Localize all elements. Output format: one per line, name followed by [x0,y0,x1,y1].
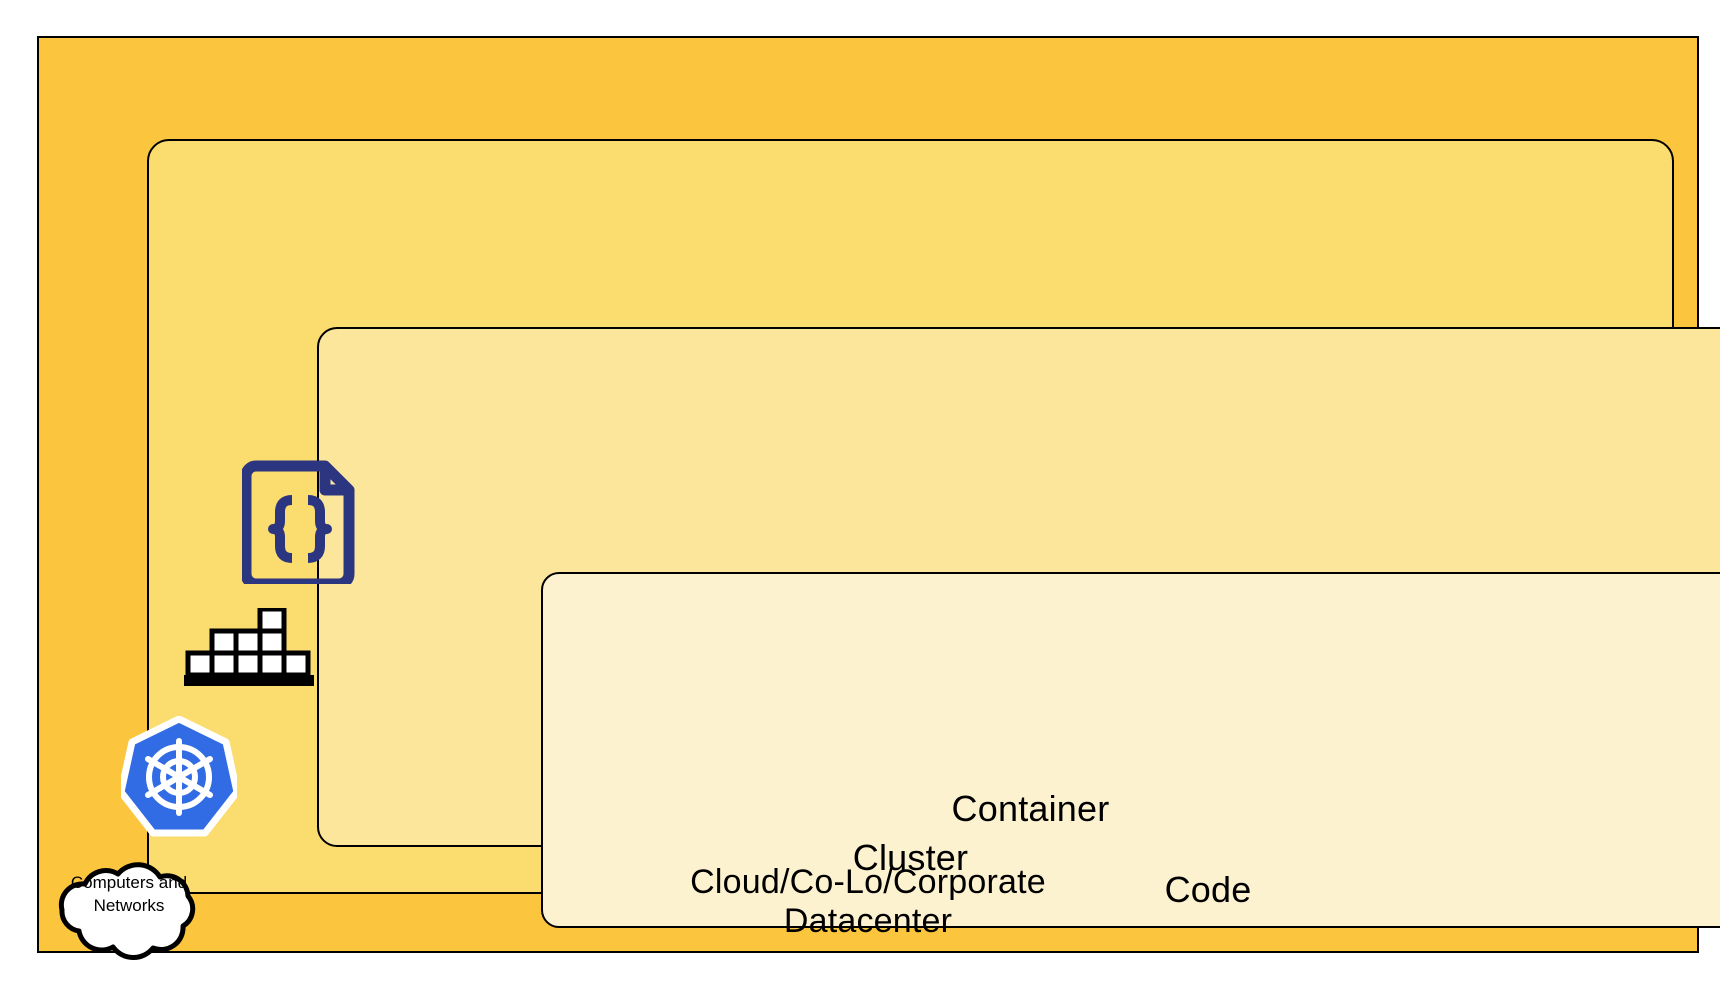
kubernetes-helm-icon [117,715,241,838]
computers-and-networks-cloud[interactable] [38,856,220,963]
layer-datacenter[interactable]: Code Container Cluster Cloud/Co-Lo/Corpo… [37,36,1720,953]
container-blocks-icon [184,606,314,690]
layer-container[interactable]: Code Container [317,327,1720,928]
layer-label-code: Code [1164,868,1252,910]
json-document-icon [240,456,357,590]
layer-code[interactable]: Code [541,572,1720,928]
layer-cluster[interactable]: Code Container Cluster [147,139,1720,928]
